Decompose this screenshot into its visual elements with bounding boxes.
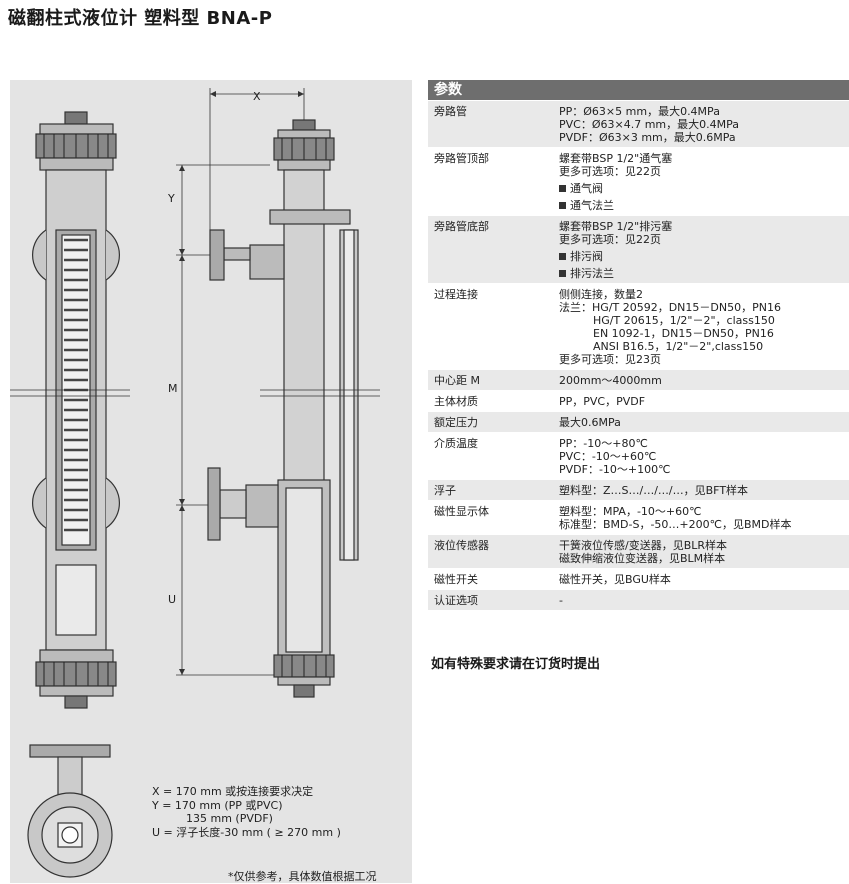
param-value-line: PP：Ø63×5 mm，最大0.4MPa [559,105,720,118]
param-value-line: EN 1092-1，DN15－DN50，PN16 [593,327,774,340]
param-bullet-item: 排污阀 [559,250,845,263]
param-label: 液位传感器 [434,539,489,552]
param-value-line: 侧侧连接，数量2 [559,288,643,301]
param-value-line: 螺套带BSP 1/2"排污塞 [559,220,673,233]
param-label: 旁路管 [434,105,467,118]
param-row: 额定压力 最大0.6MPa [428,411,849,432]
dimension-notes: X = 170 mm 或按连接要求决定 Y = 170 mm (PP 或PVC)… [152,785,341,839]
param-bullet-text: 通气阀 [570,182,603,195]
param-value-line: 磁性开关，见BGU样本 [559,573,671,586]
param-bullet-item: 排污法兰 [559,267,845,280]
square-bullet-icon [559,202,566,209]
param-value: 塑料型：Z…S…/…/…/…，见BFT样本 [559,480,849,500]
param-row: 液位传感器 干簧液位传感/变送器，见BLR样本磁致伸缩液位变送器，见BLM样本 [428,534,849,568]
param-value: 磁性开关，见BGU样本 [559,569,849,589]
param-bullet-text: 排污法兰 [570,267,614,280]
square-bullet-icon [559,185,566,192]
param-value-line: 螺套带BSP 1/2"通气塞 [559,152,673,165]
lower-flange [207,467,221,541]
param-value: 螺套带BSP 1/2"通气塞更多可选项：见22页通气阀通气法兰 [559,148,849,215]
technical-drawing: X Y M U [10,80,412,883]
param-value-line: ANSI B16.5，1/2"－2",class150 [593,340,764,353]
param-value-line: PVC：-10～+60℃ [559,450,657,463]
upper-flange [209,229,225,281]
param-value-line: - [559,594,563,607]
param-label: 过程连接 [434,288,478,301]
param-label: 浮子 [434,484,456,497]
param-label: 磁性开关 [434,573,478,586]
param-bullet-item: 通气法兰 [559,199,845,212]
parameter-table-header: 参数 [428,80,849,100]
note-u: U = 浮子长度-30 mm ( ≥ 270 mm ) [152,825,341,839]
param-row: 磁性开关 磁性开关，见BGU样本 [428,568,849,589]
param-value-line: PVC：Ø63×4.7 mm，最大0.4MPa [559,118,739,131]
special-request-note: 如有特殊要求请在订货时提出 [431,657,601,672]
plan-flange [29,744,111,758]
front-bottom-plug [64,695,88,709]
param-value: - [559,590,849,610]
dim-label-u: U [168,593,176,606]
param-value-line: PVDF：Ø63×3 mm，最大0.6MPa [559,131,736,144]
param-row: 认证选项 - [428,589,849,610]
param-value-line: 更多可选项：见22页 [559,233,661,246]
param-value-line: PP：-10～+80℃ [559,437,648,450]
drawing-svg: X Y M U [10,88,380,878]
param-row: 主体材质 PP，PVC，PVDF [428,390,849,411]
param-value-line: 塑料型：MPA，-10～+60℃ [559,505,702,518]
param-value-line: 法兰：HG/T 20592，DN15－DN50，PN16 [559,301,781,314]
param-value-line: PVDF：-10～+100℃ [559,463,671,476]
param-bullet-text: 排污阀 [570,250,603,263]
param-label: 磁性显示体 [434,505,489,518]
param-row: 浮子 塑料型：Z…S…/…/…/…，见BFT样本 [428,479,849,500]
dim-label-x: X [253,90,261,103]
square-bullet-icon [559,253,566,260]
dim-label-y: Y [167,192,175,205]
dim-label-m: M [168,382,178,395]
param-bullet-text: 通气法兰 [570,199,614,212]
front-top-plug [64,111,88,125]
param-row: 旁路管顶部 螺套带BSP 1/2"通气塞更多可选项：见22页通气阀通气法兰 [428,147,849,215]
param-value-line: 更多可选项：见23页 [559,353,661,366]
param-label: 认证选项 [434,594,478,607]
param-label: 介质温度 [434,437,478,450]
param-value-line: 塑料型：Z…S…/…/…/…，见BFT样本 [559,484,749,497]
param-value: PP，PVC，PVDF [559,391,849,411]
param-value-line: 更多可选项：见22页 [559,165,661,178]
note-y: Y = 170 mm (PP 或PVC) [152,798,283,812]
param-label: 旁路管顶部 [434,152,489,165]
param-value: 螺套带BSP 1/2"排污塞更多可选项：见22页排污阀排污法兰 [559,216,849,283]
param-value: 干簧液位传感/变送器，见BLR样本磁致伸缩液位变送器，见BLM样本 [559,535,849,568]
param-value-line: PP，PVC，PVDF [559,395,646,408]
square-bullet-icon [559,270,566,277]
param-label: 主体材质 [434,395,478,408]
param-value: 200mm～4000mm [559,370,849,390]
note-x: X = 170 mm 或按连接要求决定 [152,785,314,798]
param-bullet-item: 通气阀 [559,182,845,195]
param-value-line: 标准型：BMD-S，-50…+200℃，见BMD样本 [559,518,792,531]
page-title: 磁翻柱式液位计 塑料型 BNA-P [8,8,273,29]
param-label: 旁路管底部 [434,220,489,233]
param-value-line: 200mm～4000mm [559,374,662,387]
param-value-line: HG/T 20615，1/2"－2"，class150 [593,314,775,327]
param-value: 最大0.6MPa [559,412,849,432]
param-row: 旁路管底部 螺套带BSP 1/2"排污塞更多可选项：见22页排污阀排污法兰 [428,215,849,283]
param-value-line: 干簧液位传感/变送器，见BLR样本 [559,539,728,552]
param-value-line: 磁致伸缩液位变送器，见BLM样本 [559,552,726,565]
footnote: *仅供参考，具体数值根据工况 [228,870,377,883]
param-value-line: 最大0.6MPa [559,416,621,429]
param-row: 中心距 M 200mm～4000mm [428,369,849,390]
param-label: 额定压力 [434,416,478,429]
param-label: 中心距 M [434,374,480,387]
note-y-pvdf: 135 mm (PVDF) [186,812,273,825]
